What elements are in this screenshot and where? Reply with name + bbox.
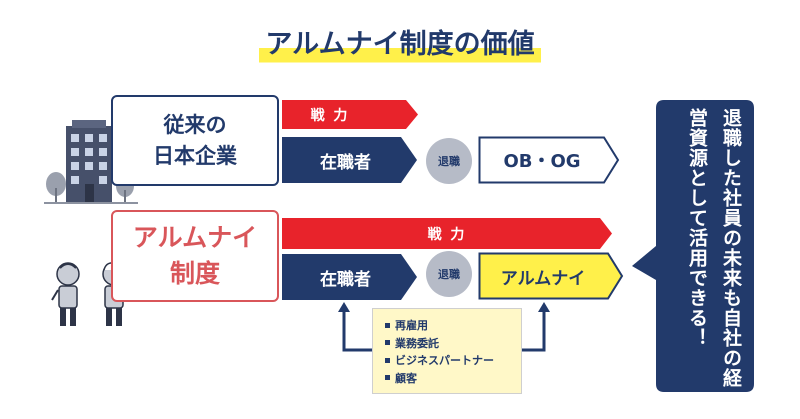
alumni-system-box: アルムナイ 制度 [111, 210, 279, 302]
alumni-retire-label: 退職 [438, 266, 460, 282]
traditional-employee-arrow: 在職者 [282, 137, 417, 183]
alumni-employee-label: 在職者 [320, 265, 371, 290]
traditional-retire-circle: 退職 [426, 138, 472, 184]
list-item: 業務委託 [385, 335, 521, 353]
bullet-square-icon [385, 358, 390, 363]
traditional-label-line2: 日本企業 [153, 141, 237, 172]
up-arrowhead-icon [338, 302, 350, 312]
alumni-employee-arrow: 在職者 [282, 254, 417, 300]
traditional-power-label: 戦 力 [311, 105, 350, 125]
traditional-power-arrow: 戦 力 [282, 100, 418, 129]
bullet-square-icon [385, 375, 390, 380]
bullet-square-icon [385, 323, 390, 328]
alumni-power-label: 戦 力 [428, 224, 467, 244]
relationship-list-box: 再雇用 業務委託 ビジネスパートナー 顧客 [372, 308, 522, 394]
bubble-text: 退職した社員の未来も自社の経営資源として活用できる！ [668, 108, 748, 388]
alumni-retire-circle: 退職 [426, 251, 472, 297]
obog-label: OB・OG [478, 136, 606, 184]
alumni-system-label-line1: アルムナイ [133, 220, 257, 256]
bullet-square-icon [385, 340, 390, 345]
alumni-system-label-line2: 制度 [133, 256, 257, 292]
up-arrowhead-icon [538, 302, 550, 312]
page-title: アルムナイ制度の価値 [259, 26, 540, 64]
traditional-retire-label: 退職 [438, 153, 460, 169]
alumni-label: アルムナイ [478, 252, 608, 300]
list-item: ビジネスパートナー [385, 352, 521, 370]
list-item: 顧客 [385, 370, 521, 388]
title-area: アルムナイ制度の価値 [0, 26, 800, 64]
traditional-label-line1: 従来の [153, 110, 237, 141]
alumni-power-arrow: 戦 力 [282, 218, 612, 249]
traditional-company-box: 従来の 日本企業 [111, 95, 279, 186]
relationship-list: 再雇用 業務委託 ビジネスパートナー 顧客 [385, 317, 521, 387]
list-item: 再雇用 [385, 317, 521, 335]
traditional-employee-label: 在職者 [320, 148, 371, 173]
